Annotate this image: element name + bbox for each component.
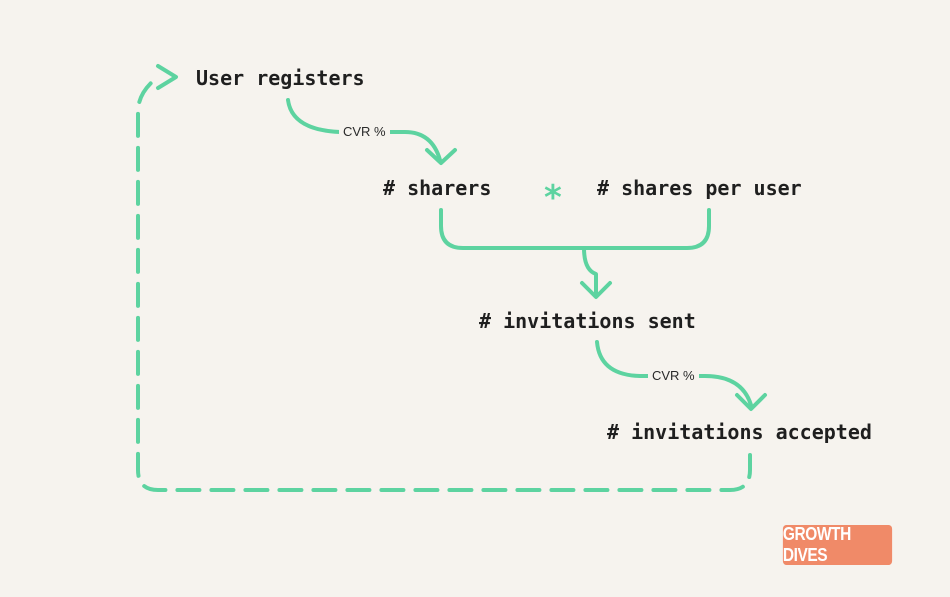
node-invitations-sent: # invitations sent <box>479 309 696 333</box>
growth-dives-logo: GROWTH DIVES <box>782 524 893 565</box>
node-user-registers: User registers <box>196 66 365 90</box>
edge-label-sent-to-accepted: CVR % <box>648 368 699 384</box>
node-sharers: # sharers <box>383 176 492 200</box>
bracket-to-sent-connector <box>582 246 598 297</box>
edge-label-registers-to-sharers: CVR % <box>339 124 390 140</box>
loop-back-connector <box>136 75 752 492</box>
merge-bracket-connector <box>439 208 711 250</box>
node-invitations-accepted: # invitations accepted <box>607 420 872 444</box>
registers-to-sharers-arrowhead <box>425 148 457 165</box>
multiply-operator: * <box>544 178 562 218</box>
bracket-to-sent-arrowhead <box>580 281 612 299</box>
sent-to-accepted-connector <box>595 340 753 407</box>
loop-back-arrowhead <box>156 64 178 90</box>
sent-to-accepted-arrowhead <box>735 393 767 411</box>
node-shares-per-user: # shares per user <box>597 176 802 200</box>
